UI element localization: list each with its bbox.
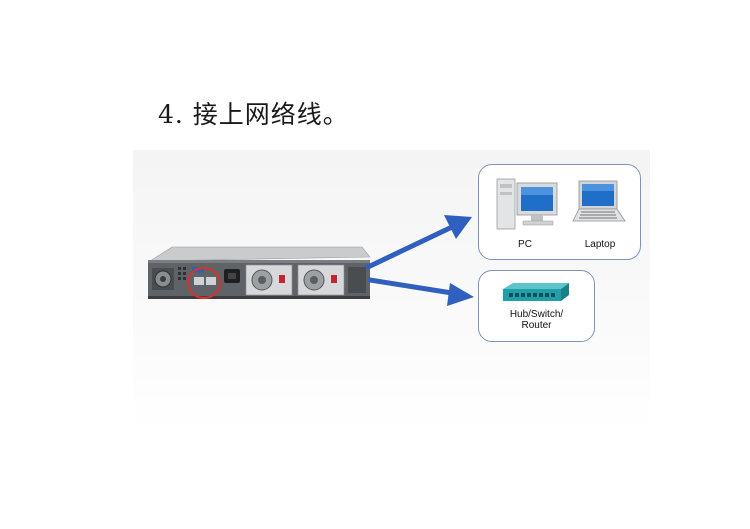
network-box: Hub/Switch/ Router	[478, 270, 595, 342]
laptop-icon	[572, 180, 626, 222]
arrow-to-network	[367, 277, 474, 306]
clients-box: PC Laptop	[478, 164, 641, 260]
hub-label: Hub/Switch/ Router	[489, 309, 584, 331]
hub-switch-icon	[503, 283, 569, 301]
arrow-to-clients	[365, 215, 472, 270]
server-rear-panel	[148, 246, 371, 299]
laptop-label: Laptop	[584, 239, 616, 250]
hub-label-line1: Hub/Switch/	[509, 309, 564, 320]
arrows	[365, 215, 474, 306]
hub-label-line2: Router	[521, 320, 552, 331]
pc-icon	[496, 178, 558, 230]
lan-port-highlight-circle	[187, 267, 221, 299]
pc-label: PC	[518, 239, 532, 250]
step-title: 4. 接上网络线。	[158, 100, 349, 129]
